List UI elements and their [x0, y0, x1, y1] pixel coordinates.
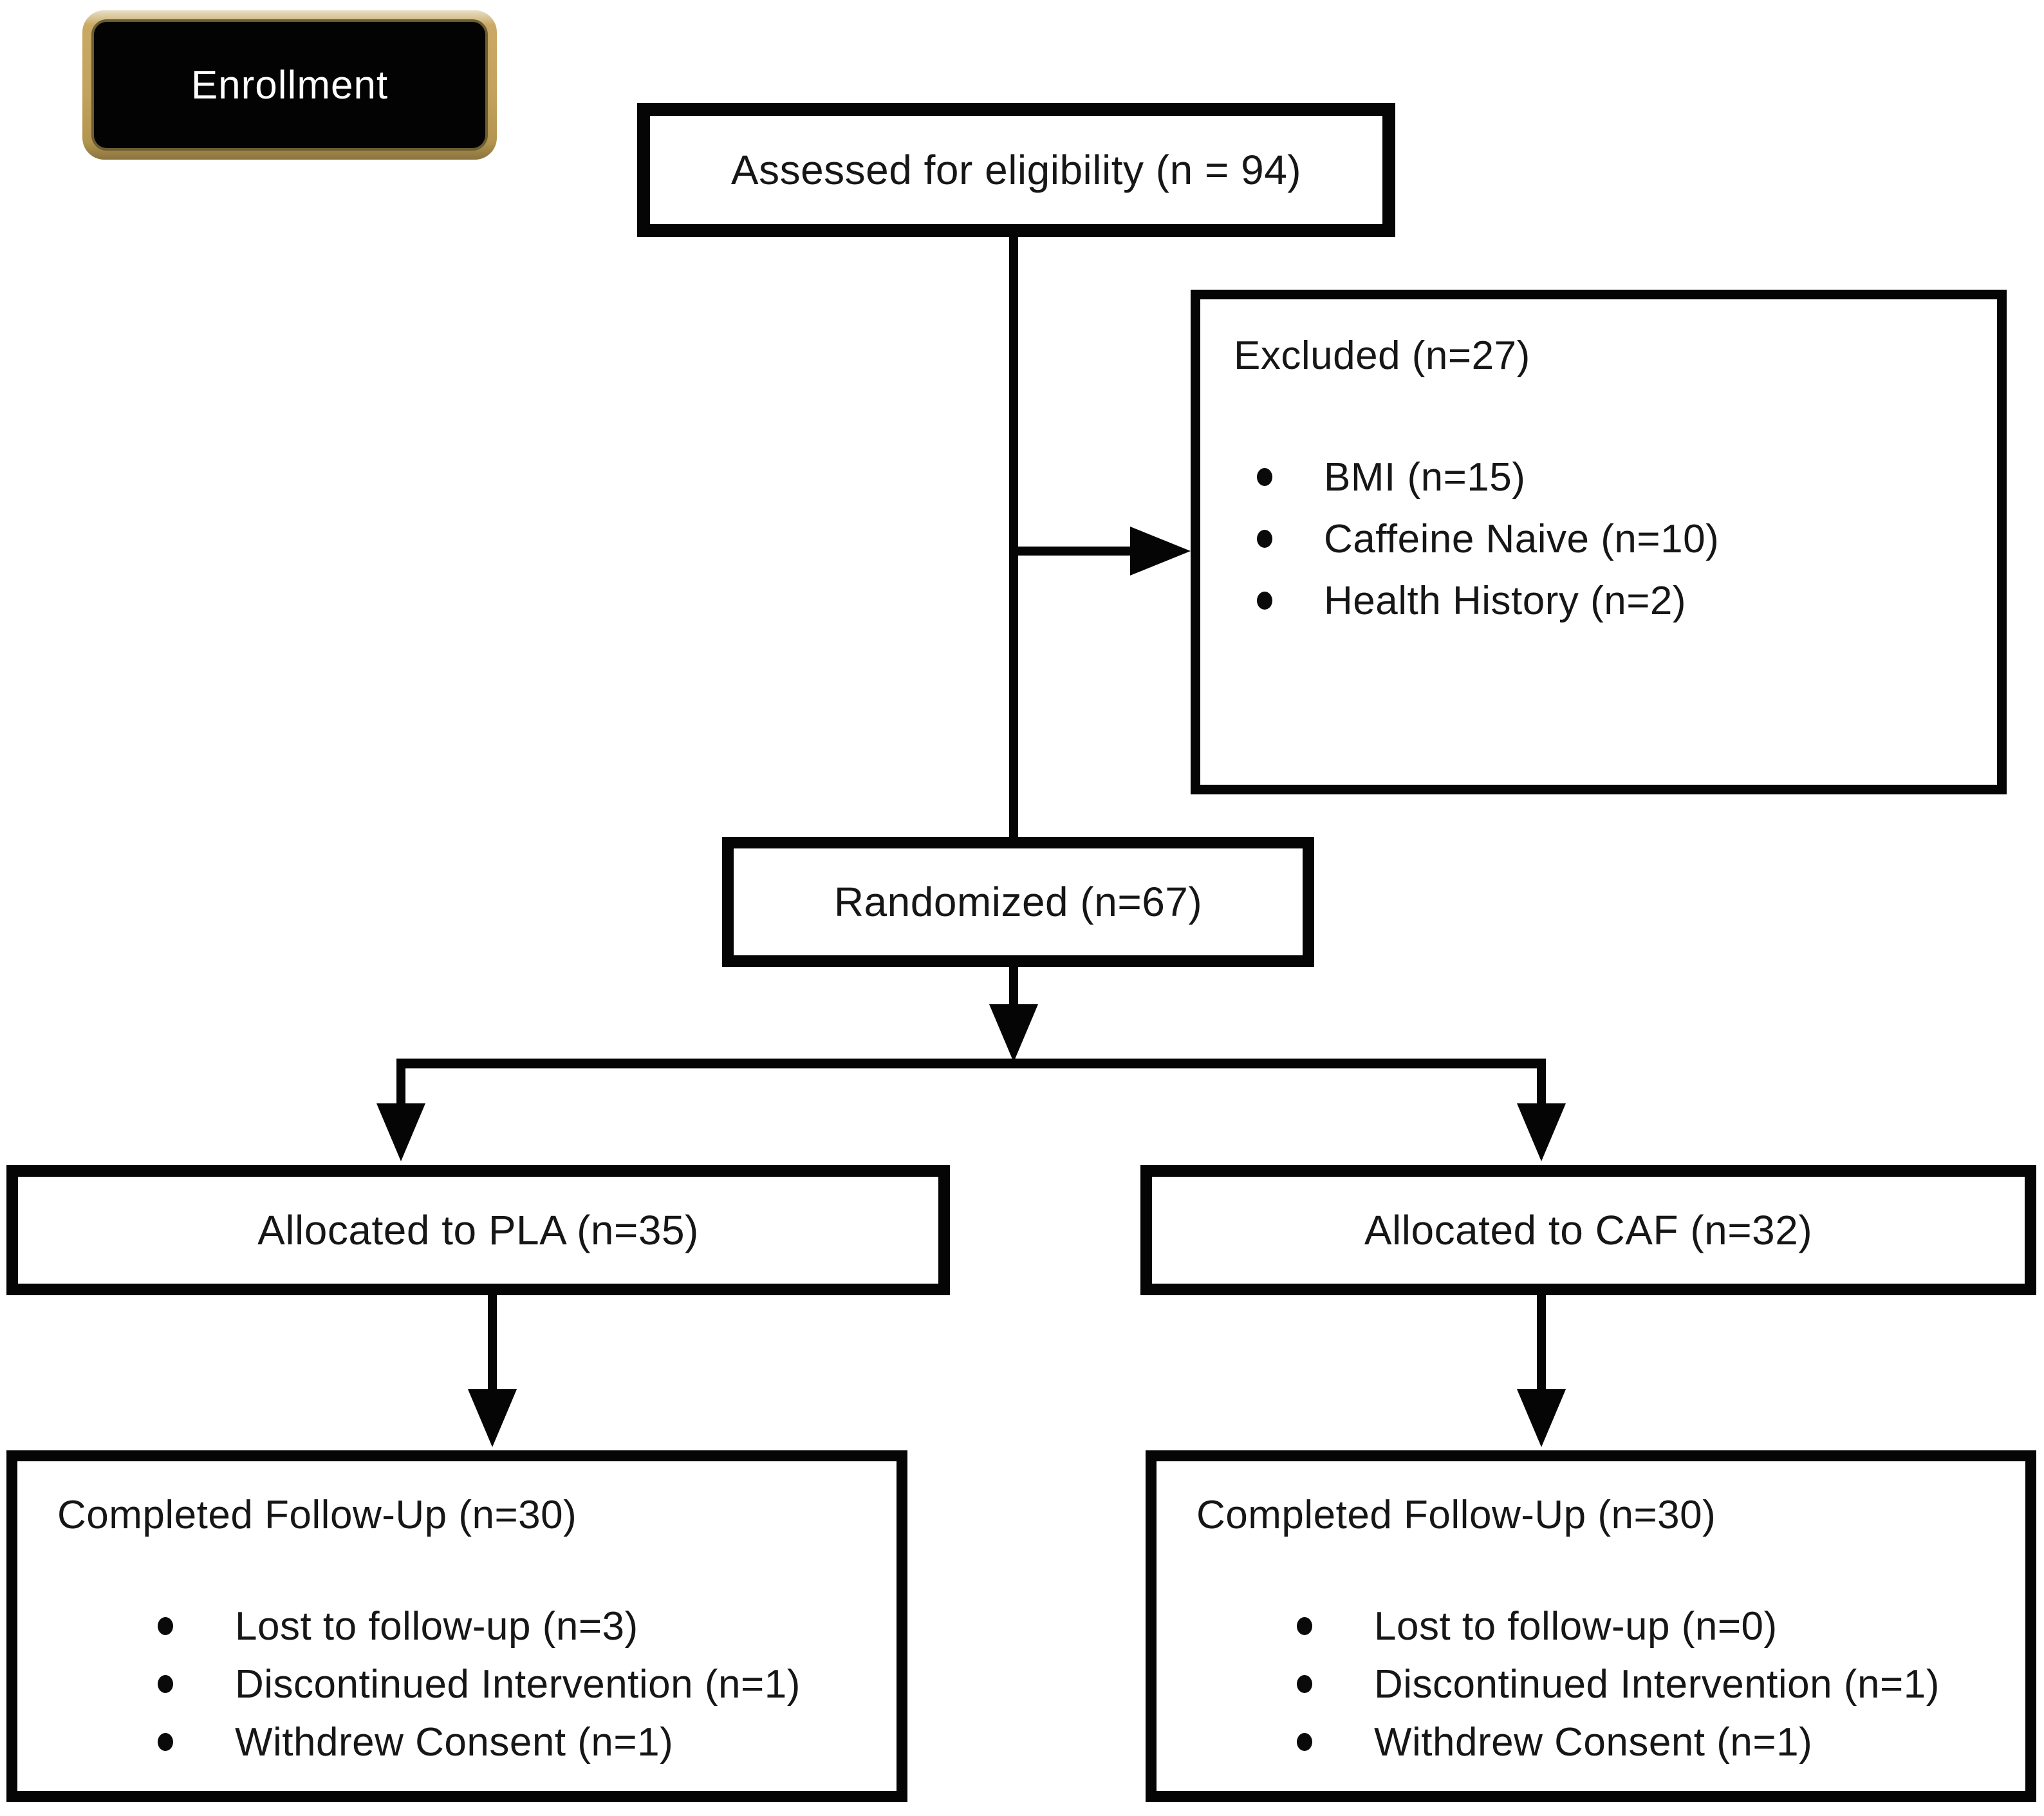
allocated-caf-label: Allocated to CAF (n=32) [1364, 1206, 1813, 1253]
followup-pla-box: Completed Follow-Up (n=30) Lost to follo… [6, 1450, 907, 1802]
allocated-pla-box: Allocated to PLA (n=35) [6, 1165, 950, 1295]
enrollment-badge-inner: Enrollment [91, 19, 488, 151]
excluded-item-label: Health History (n=2) [1324, 578, 1687, 623]
list-item: Discontinued Intervention (n=1) [17, 1655, 897, 1713]
followup-caf-box: Completed Follow-Up (n=30) Lost to follo… [1146, 1450, 2036, 1802]
randomized-label: Randomized (n=67) [833, 878, 1203, 925]
followup-caf-list: Lost to follow-up (n=0) Discontinued Int… [1157, 1597, 2025, 1771]
excluded-title: Excluded (n=27) [1234, 333, 1530, 378]
excluded-item-label: BMI (n=15) [1324, 454, 1526, 500]
bullet-icon [1297, 1733, 1312, 1751]
followup-item-label: Discontinued Intervention (n=1) [235, 1662, 801, 1707]
arrowhead-excluded [1130, 527, 1191, 576]
arrowhead-split [989, 1004, 1038, 1062]
list-item: Discontinued Intervention (n=1) [1157, 1655, 2025, 1713]
allocated-pla-label: Allocated to PLA (n=35) [257, 1206, 699, 1253]
enrollment-label: Enrollment [190, 62, 389, 108]
list-item: Caffeine Naive (n=10) [1200, 508, 1997, 570]
list-item: Lost to follow-up (n=3) [17, 1597, 897, 1655]
allocated-caf-box: Allocated to CAF (n=32) [1140, 1165, 2036, 1295]
excluded-box: Excluded (n=27) BMI (n=15) Caffeine Naiv… [1191, 290, 2007, 794]
followup-pla-title: Completed Follow-Up (n=30) [57, 1493, 577, 1537]
arrowhead-followup-caf [1517, 1389, 1566, 1447]
list-item: Withdrew Consent (n=1) [17, 1713, 897, 1771]
arrowhead-caf [1517, 1103, 1566, 1161]
bullet-icon [1297, 1617, 1312, 1635]
randomized-box: Randomized (n=67) [722, 837, 1314, 967]
followup-item-label: Withdrew Consent (n=1) [1374, 1719, 1813, 1765]
followup-item-label: Lost to follow-up (n=3) [235, 1604, 638, 1649]
assessed-label: Assessed for eligibility (n = 94) [730, 146, 1302, 193]
bullet-icon [1257, 592, 1272, 610]
excluded-item-label: Caffeine Naive (n=10) [1324, 516, 1720, 561]
assessed-box: Assessed for eligibility (n = 94) [637, 103, 1395, 237]
bullet-icon [1257, 530, 1272, 548]
followup-pla-list: Lost to follow-up (n=3) Discontinued Int… [17, 1597, 897, 1771]
excluded-list: BMI (n=15) Caffeine Naive (n=10) Health … [1200, 446, 1997, 632]
list-item: Withdrew Consent (n=1) [1157, 1713, 2025, 1771]
list-item: Lost to follow-up (n=0) [1157, 1597, 2025, 1655]
list-item: Health History (n=2) [1200, 570, 1997, 632]
bullet-icon [158, 1675, 173, 1693]
followup-item-label: Lost to follow-up (n=0) [1374, 1604, 1778, 1649]
followup-item-label: Discontinued Intervention (n=1) [1374, 1662, 1940, 1707]
bullet-icon [1257, 468, 1272, 486]
bullet-icon [158, 1617, 173, 1635]
list-item: BMI (n=15) [1200, 446, 1997, 508]
arrowhead-followup-pla [468, 1389, 517, 1447]
enrollment-badge: Enrollment [82, 10, 497, 160]
followup-caf-title: Completed Follow-Up (n=30) [1196, 1493, 1716, 1537]
bullet-icon [1297, 1675, 1312, 1693]
arrowhead-pla [376, 1103, 425, 1161]
bullet-icon [158, 1733, 173, 1751]
followup-item-label: Withdrew Consent (n=1) [235, 1719, 674, 1765]
